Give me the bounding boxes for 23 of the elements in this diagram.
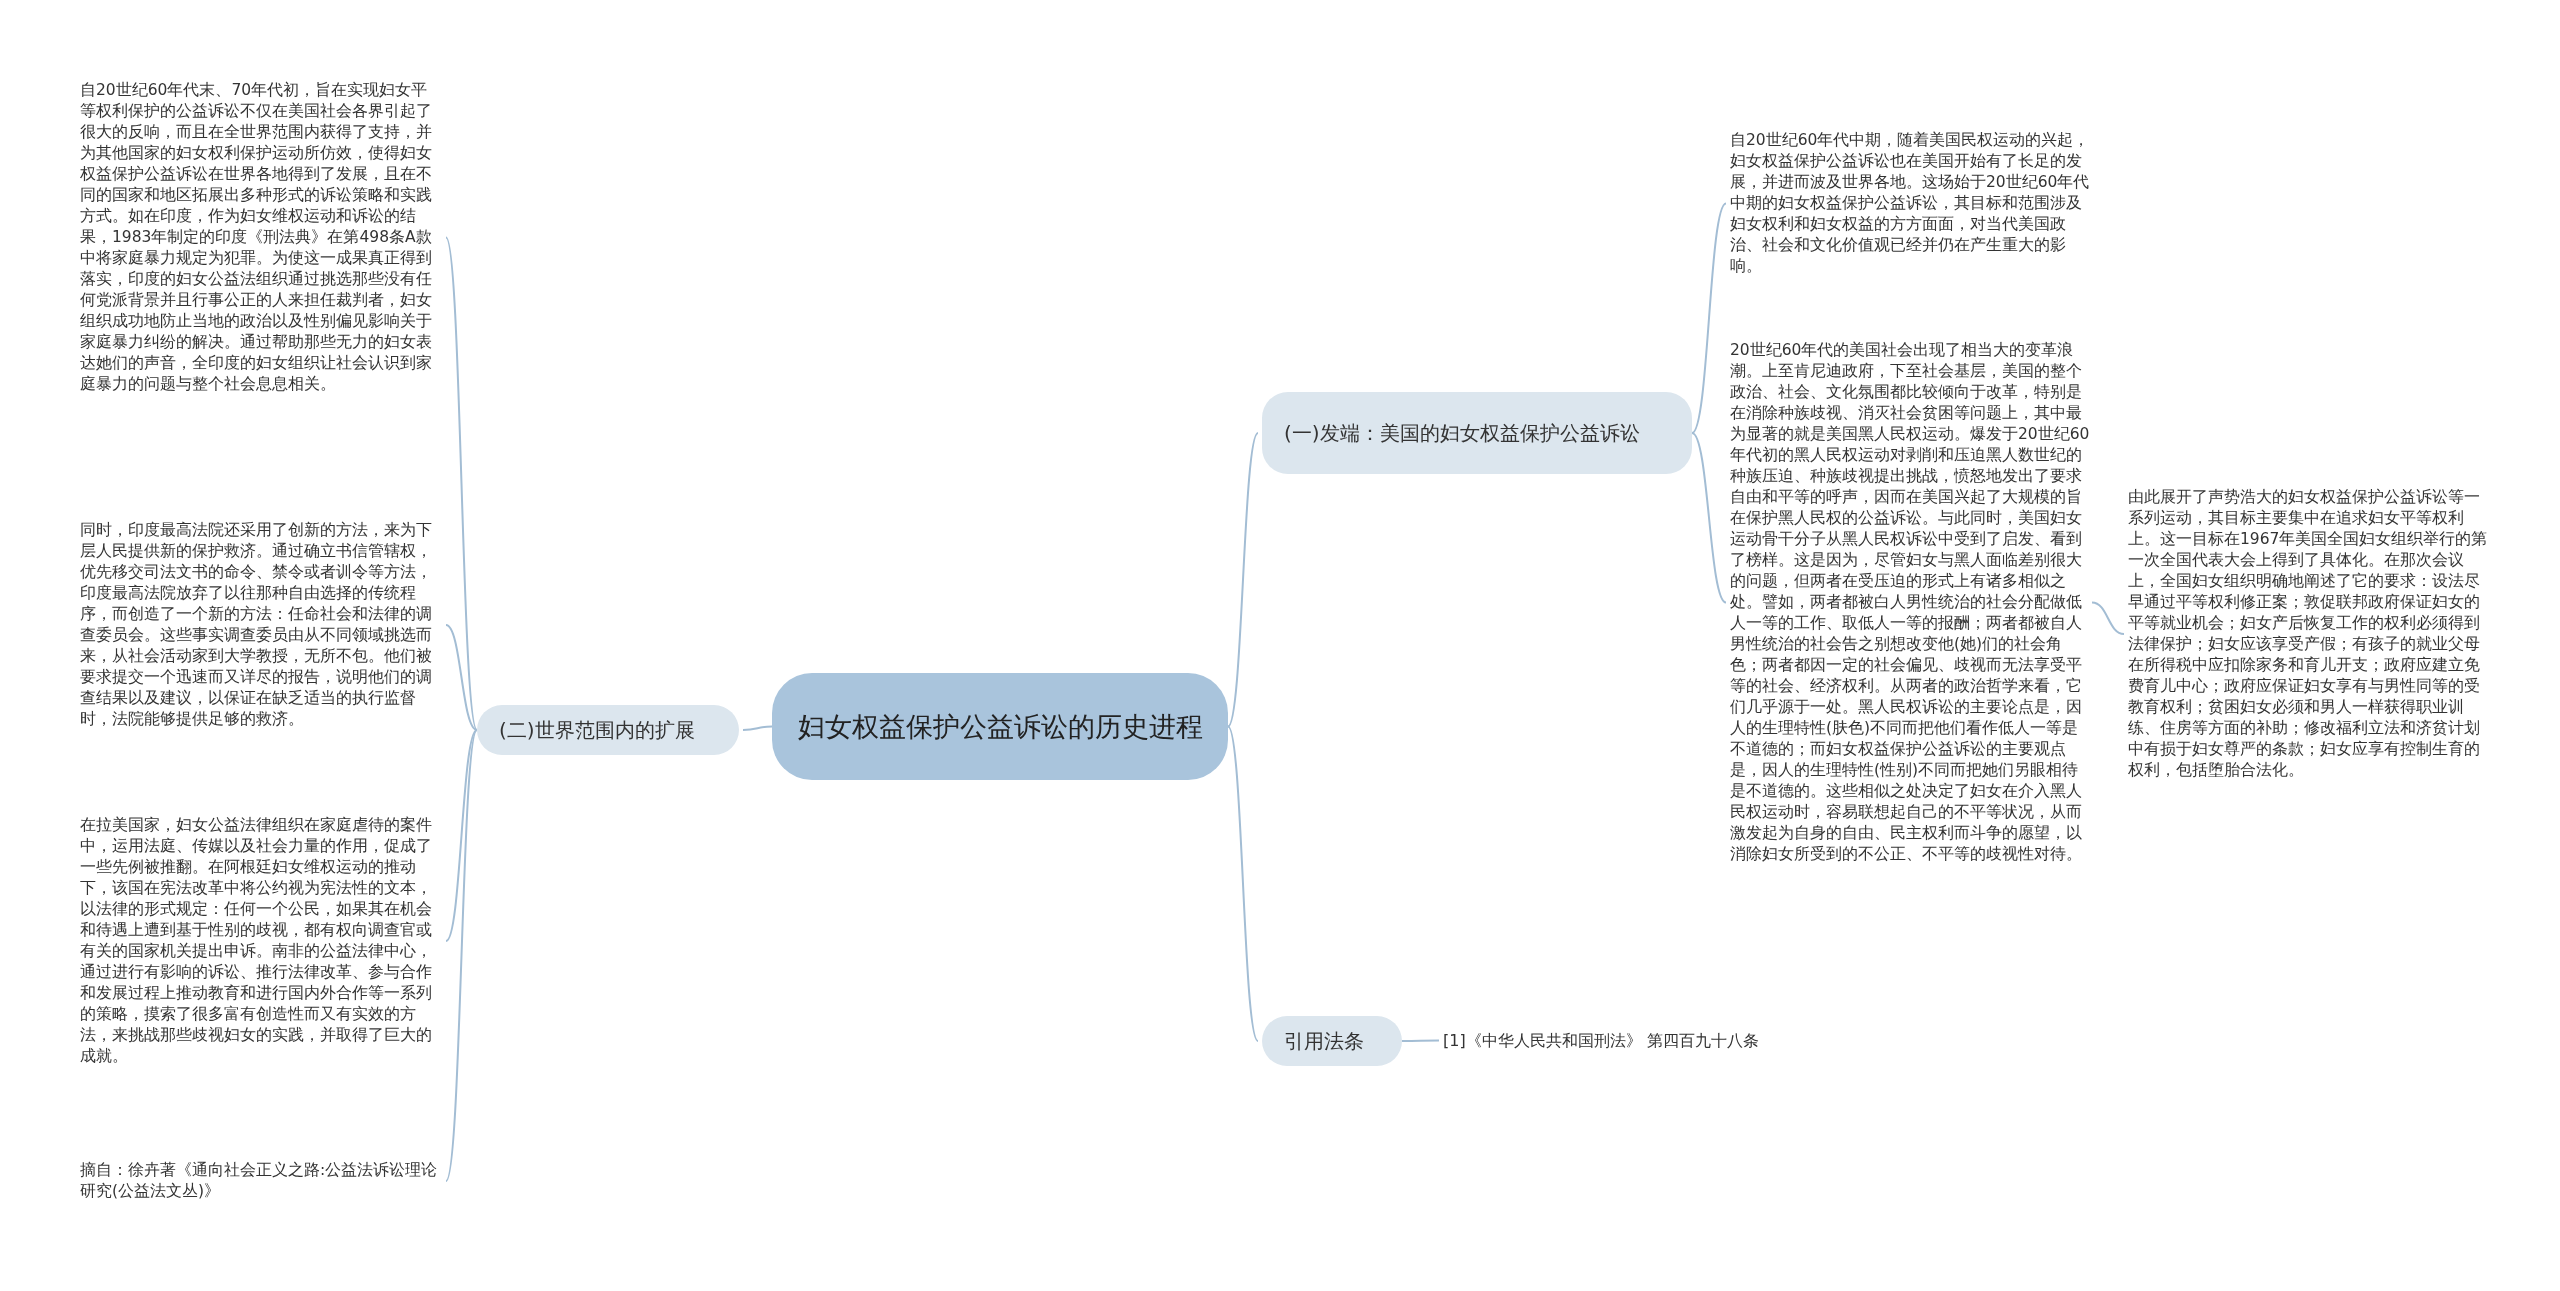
connector-line <box>445 236 478 731</box>
central-topic: 妇女权益保护公益诉讼的历史进程 <box>772 673 1228 780</box>
connector-line <box>445 729 478 1182</box>
connector-line <box>1691 202 1727 434</box>
source-text: 摘自：徐卉著《通向社会正义之路:公益法诉讼理论研究(公益法文丛)》 <box>80 1160 442 1202</box>
connector-line <box>445 624 478 731</box>
reference-text: [1]《中华人民共和国刑法》 第四百九十八条 <box>1443 1030 1803 1051</box>
note-text: 在拉美国家，妇女公益法律组织在家庭虐待的案件中，运用法庭、传媒以及社会力量的作用，促成了一些先例被推翻。在阿根廷妇女维权运动的推动下，该国在宪法改革中将公约视为宪法性的文本，以法律的形式规定：任何一个公民，如果其在机会和待遇上遭到基于性别的歧视，都有权向调查官或有关的国家机关提出申诉。南非的公益法律中心，通过进行有影响的诉讼、推行法律改革、参与合作和发展过程上推动教育和进行国内外合作等一系列的策略，摸索了很多富有创造性而又有实效的方法，来挑战那些歧视妇女的实践，并取得了巨大的成就。 <box>80 815 442 1067</box>
branch-topic: 引用法条 <box>1262 1016 1402 1066</box>
connector-line <box>1227 432 1259 728</box>
note-text: 20世纪60年代的美国社会出现了相当大的变革浪潮。上至肯尼迪政府，下至社会基层，美国的整个政治、社会、文化氛围都比较倾向于改革，特别是在消除种族歧视、消灭社会贫困等问题上，其中最为显著的就是美国黑人民权运动。爆发于20世纪60年代初的黑人民权运动对剥削和压迫黑人数世纪的种族压迫、种族歧视提出挑战，愤怒地发出了要求自由和平等的呼声，因而在美国兴起了大规模的旨在保护黑人民权的公益诉讼。与此同时，美国妇女运动骨干分子从黑人民权诉讼中受到了启发、看到了榜样。这是因为，尽管妇女与黑人面临差别很大的问题，但两者在受压迫的形式上有诸多相似之处。譬如，两者都被白人男性统治的社会分配做低人一等的工作、取低人一等的报酬；两者都被自人男性统治的社会告之别想改变他(她)们的社会角色；两者都因一定的社会偏见、歧视而无法享受平等的社会、经济权利。从两者的政治哲学来看，它们几乎源于一处。黑人民权诉讼的主要论点是，因人的生理特性(肤色)不同而把他们看作低人一等是不道德的；而妇女权益保护公益诉讼的主要观点是，因人的生理特性(性别)不同而把她们另眼相待是不道德的。这些相似之处决定了妇女在介入黑人民权运动时，容易联想起自己的不平等状况，从而激发起为自身的自由、民主权利而斗争的愿望，以消除妇女所受到的不公正、不平等的歧视性对待。 <box>1730 340 2092 865</box>
connector-line <box>742 725 773 731</box>
connector-line <box>445 729 478 942</box>
note-text: 同时，印度最高法院还采用了创新的方法，来为下层人民提供新的保护救济。通过确立书信管辖权，优先移交司法文书的命令、禁令或者训令等方法，印度最高法院放弃了以往那种自由选择的传统程序，而创造了一个新的方法：任命社会和法律的调查委员会。这些事实调查委员由从不同领域挑选而来，从社会活动家到大学教授，无所不包。他们被要求提交一个迅速而又详尽的报告，说明他们的调查结果以及建议，以保证在缺乏适当的执行监督时，法院能够提供足够的救济。 <box>80 520 442 730</box>
connector-line <box>1691 432 1727 604</box>
note-text: 自20世纪60年代中期，随着美国民权运动的兴起，妇女权益保护公益诉讼也在美国开始有了长足的发展，并进而波及世界各地。这场始于20世纪60年代中期的妇女权益保护公益诉讼，其目标和范围涉及妇女权利和妇女权益的方方面面，对当代美国政治、社会和文化价值观已经并仍在产生重大的影响。 <box>1730 130 2092 277</box>
connector-line <box>2091 601 2125 635</box>
connector-line <box>1227 725 1259 1042</box>
branch-topic: (二)世界范围内的扩展 <box>477 705 739 755</box>
note-text: 自20世纪60年代末、70年代初，旨在实现妇女平等权利保护的公益诉讼不仅在美国社会各界引起了很大的反响，而且在全世界范围内获得了支持，并为其他国家的妇女权利保护运动所仿效，使得妇女权益保护公益诉讼在世界各地得到了发展，且在不同的国家和地区拓展出多种形式的诉讼策略和实践方式。如在印度，作为妇女维权运动和诉讼的结果，1983年制定的印度《刑法典》在第498条A款中将家庭暴力规定为犯罪。为使这一成果真正得到落实，印度的妇女公益法组织通过挑选那些没有任何党派背景并且行事公正的人来担任裁判者，妇女组织成功地防止当地的政治以及性别偏见影响关于家庭暴力纠纷的解决。通过帮助那些无力的妇女表达她们的声音，全印度的妇女组织让社会认识到家庭暴力的问题与整个社会息息相关。 <box>80 80 442 395</box>
connector-line <box>1401 1039 1440 1042</box>
branch-topic: (一)发端：美国的妇女权益保护公益诉讼 <box>1262 392 1692 474</box>
note-text: 由此展开了声势浩大的妇女权益保护公益诉讼等一系列运动，其目标主要集中在追求妇女平等权利上。这一目标在1967年美国全国妇女组织举行的第一次全国代表大会上得到了具体化。在那次会议上，全国妇女组织明确地阐述了它的要求：设法尽早通过平等权利修正案；敦促联邦政府保证妇女的平等就业机会；妇女产后恢复工作的权利必须得到法律保护；妇女应该享受产假；有孩子的就业父母在所得税中应扣除家务和育儿开支；政府应建立免费育儿中心；政府应保证妇女享有与男性同等的受教育权利；贫困妇女必须和男人一样获得职业训练、住房等方面的补助；修改福利立法和济贫计划中有损于妇女尊严的条款；妇女应享有控制生育的权利，包括堕胎合法化。 <box>2128 487 2490 781</box>
